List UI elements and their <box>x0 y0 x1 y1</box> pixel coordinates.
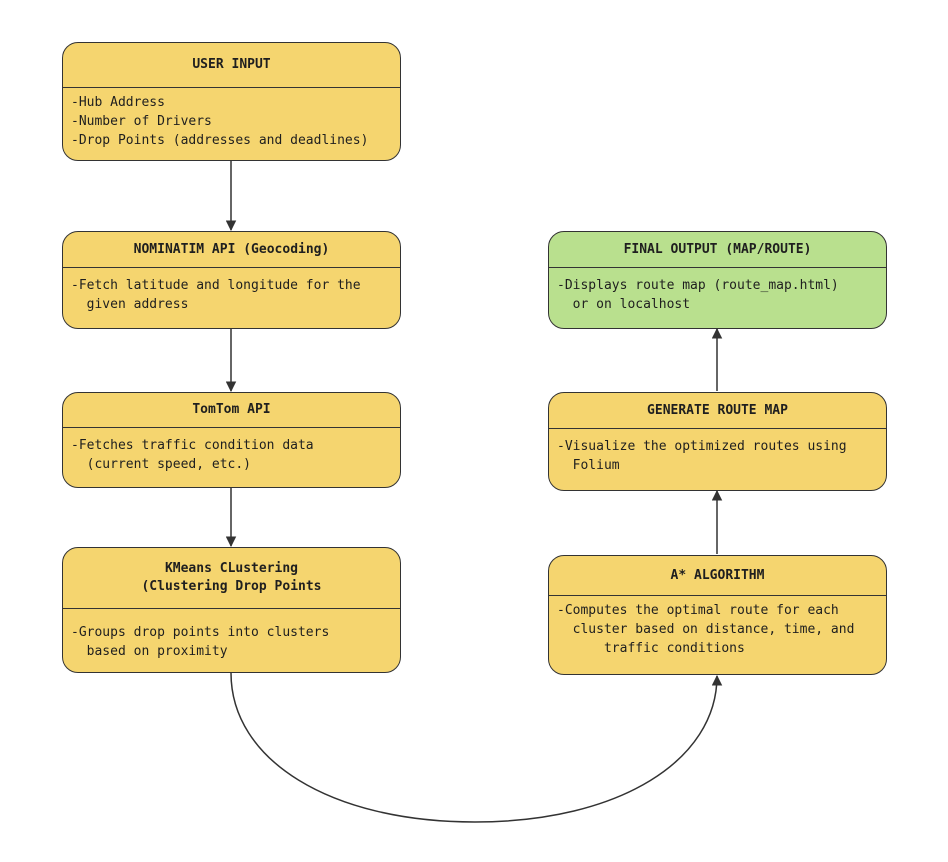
kmeans-node: KMeans CLustering (Clustering Drop Point… <box>62 547 401 673</box>
node-title: TomTom API <box>63 393 400 428</box>
node-line: -Displays route map (route_map.html) <box>557 278 839 293</box>
node-line: -Computes the optimal route for each <box>557 603 839 618</box>
edge-kmeans-to-astar <box>230 672 723 823</box>
node-line: (current speed, etc.) <box>71 457 252 472</box>
node-title: NOMINATIM API (Geocoding) <box>63 232 400 268</box>
node-title: KMeans CLustering (Clustering Drop Point… <box>63 548 400 609</box>
a-star-algorithm-node: A* ALGORITHM -Computes the optimal route… <box>548 555 887 675</box>
node-line: -Drop Points (addresses and deadlines) <box>71 133 369 148</box>
node-title: A* ALGORITHM <box>549 556 886 596</box>
node-body: -Displays route map (route_map.html) or … <box>549 268 886 314</box>
node-title: GENERATE ROUTE MAP <box>549 393 886 429</box>
node-line: or on localhost <box>557 297 691 312</box>
node-body: -Computes the optimal route for each clu… <box>549 596 886 658</box>
node-line: given address <box>71 297 189 312</box>
node-body: -Fetches traffic condition data (current… <box>63 428 400 474</box>
nominatim-node: NOMINATIM API (Geocoding) -Fetch latitud… <box>62 231 401 329</box>
node-line: -Hub Address <box>71 95 165 110</box>
node-title: FINAL OUTPUT (MAP/ROUTE) <box>549 232 886 268</box>
generate-route-map-node: GENERATE ROUTE MAP -Visualize the optimi… <box>548 392 887 491</box>
node-line: -Fetch latitude and longitude for the <box>71 278 361 293</box>
node-line: traffic conditions <box>557 641 745 656</box>
tomtom-node: TomTom API -Fetches traffic condition da… <box>62 392 401 488</box>
node-line: -Number of Drivers <box>71 114 212 129</box>
node-body: -Fetch latitude and longitude for the gi… <box>63 268 400 314</box>
node-title: USER INPUT <box>63 43 400 88</box>
node-line: -Visualize the optimized routes using <box>557 439 847 454</box>
node-line: -Groups drop points into clusters <box>71 625 330 640</box>
node-body: -Visualize the optimized routes using Fo… <box>549 429 886 475</box>
node-line: -Fetches traffic condition data <box>71 438 314 453</box>
node-body: -Hub Address -Number of Drivers -Drop Po… <box>63 88 400 150</box>
node-line: cluster based on distance, time, and <box>557 622 855 637</box>
final-output-node: FINAL OUTPUT (MAP/ROUTE) -Displays route… <box>548 231 887 329</box>
node-line: based on proximity <box>71 644 228 659</box>
node-line: Folium <box>557 458 620 473</box>
node-body: -Groups drop points into clusters based … <box>63 609 400 661</box>
user-input-node: USER INPUT -Hub Address -Number of Drive… <box>62 42 401 161</box>
